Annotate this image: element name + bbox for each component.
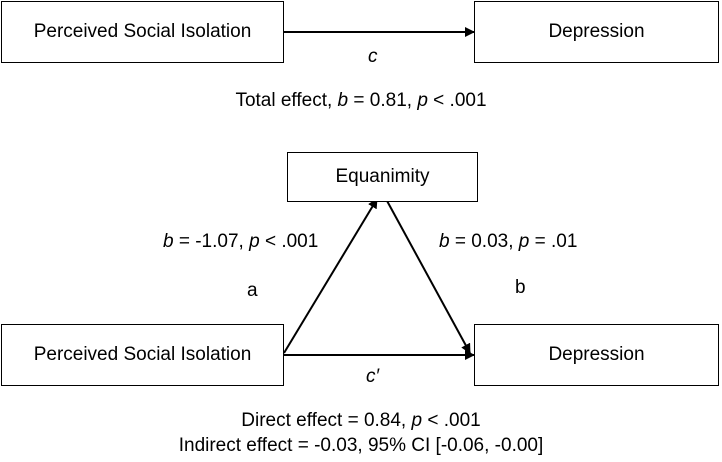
node-outcome-total: Depression: [474, 1, 719, 63]
path-c-label: c: [368, 46, 378, 67]
node-outcome-mediation: Depression: [474, 324, 719, 386]
node-outcome-mediation-label: Depression: [548, 344, 645, 365]
arrow-path-a: [283, 198, 378, 354]
node-mediator-label: Equanimity: [335, 166, 430, 187]
node-mediator: Equanimity: [287, 152, 478, 202]
path-c-prime-label: c′: [366, 366, 380, 387]
arrow-path-b: [385, 198, 471, 354]
path-b-label: b: [515, 277, 526, 298]
node-predictor-mediation: Perceived Social Isolation: [1, 324, 284, 386]
path-a-coefficient: b = -1.07, p < .001: [163, 231, 319, 252]
direct-effect-text: Direct effect = 0.84, p < .001: [241, 410, 481, 431]
node-outcome-total-label: Depression: [548, 21, 645, 42]
node-predictor-total: Perceived Social Isolation: [1, 1, 284, 63]
path-b-coefficient: b = 0.03, p = .01: [439, 231, 578, 252]
path-a-label: a: [247, 280, 258, 301]
node-predictor-total-label: Perceived Social Isolation: [33, 21, 252, 42]
node-predictor-mediation-label: Perceived Social Isolation: [33, 344, 252, 365]
total-effect-text: Total effect, b = 0.81, p < .001: [235, 90, 487, 111]
indirect-effect-text: Indirect effect = -0.03, 95% CI [-0.06, …: [178, 435, 544, 456]
